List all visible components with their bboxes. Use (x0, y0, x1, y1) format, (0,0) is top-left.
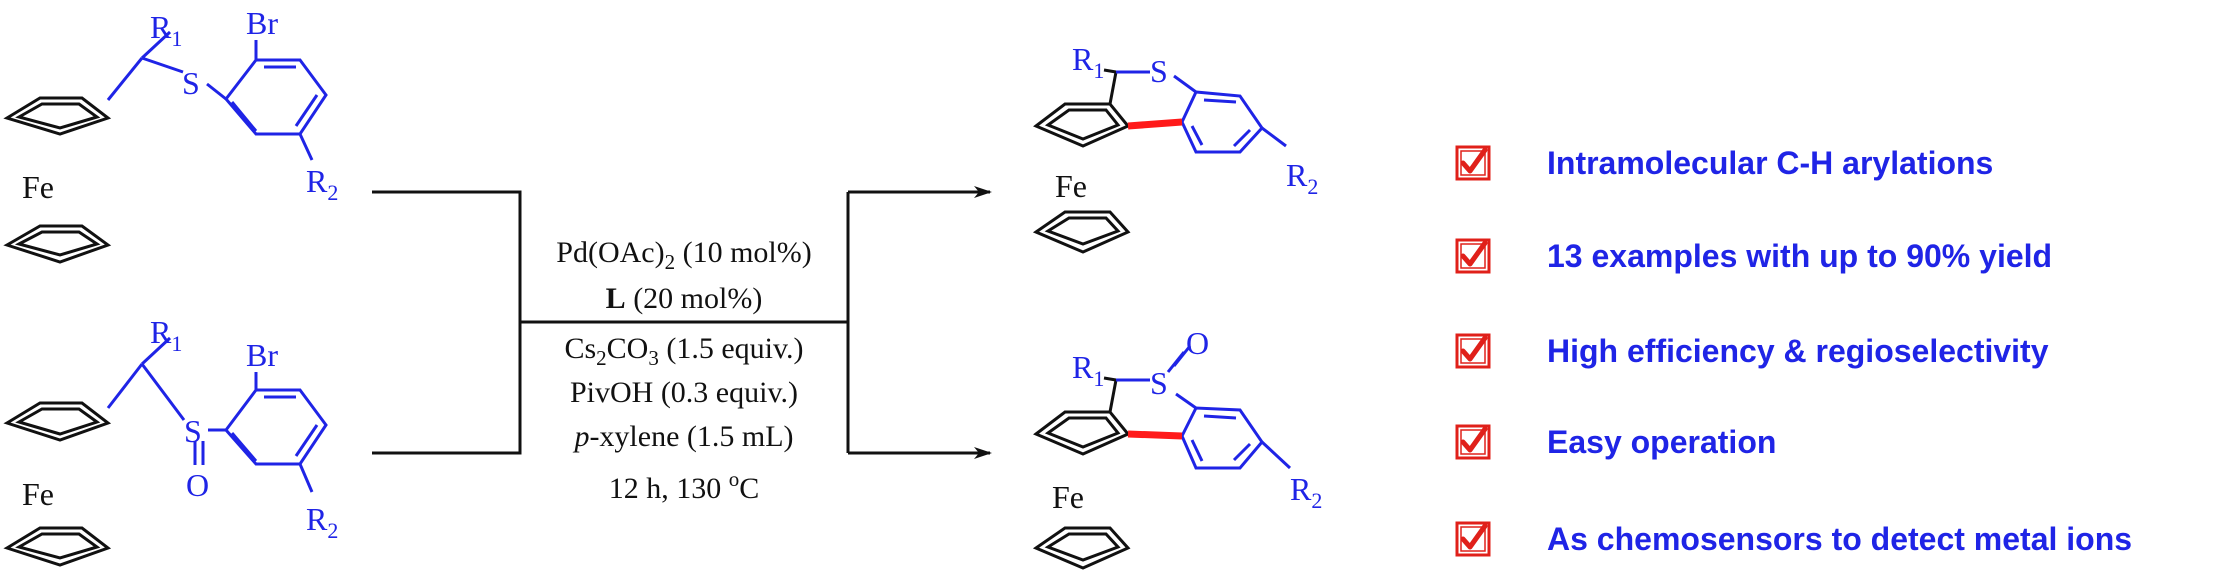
product-2: Fe R1 S O R2 (1032, 325, 1322, 570)
r1-label: R1 (150, 9, 182, 51)
checkbox-checked-icon (1455, 145, 1491, 181)
cyclopentadienyl-ring-top (1033, 102, 1131, 148)
cyclopentadienyl-ring-top (3, 401, 112, 442)
cyclopentadienyl-ring-top (3, 96, 112, 136)
time-temperature-line: 12 h, 130 oC (609, 467, 760, 505)
new-cc-bond (1127, 118, 1183, 130)
r2-label: R2 (306, 163, 338, 205)
reactant-2-blue-bonds (106, 336, 328, 493)
base-line: Cs2CO3 (1.5 equiv.) (564, 332, 803, 370)
feature-label: Easy operation (1547, 423, 1777, 460)
new-cc-bond (1127, 430, 1183, 440)
feature-item: Intramolecular C-H arylations (1455, 138, 1993, 188)
r1-label: R1 (1072, 349, 1104, 391)
reactant-1: Fe R1 S Br R2 (3, 5, 338, 264)
checkbox-checked-icon (1455, 333, 1491, 369)
checkbox-checked-icon (1455, 238, 1491, 274)
bromine-label: Br (246, 5, 278, 41)
oxygen-label: O (1186, 325, 1209, 361)
r2-label: R2 (1286, 157, 1318, 199)
product-1: Fe R1 S R2 (1032, 41, 1318, 254)
r1-label: R1 (1072, 41, 1104, 83)
iron-label: Fe (1055, 168, 1087, 204)
cyclopentadienyl-ring-bottom (3, 526, 112, 567)
feature-label: High efficiency & regioselectivity (1547, 332, 2049, 369)
feature-label: Intramolecular C-H arylations (1547, 144, 1994, 181)
feature-label: 13 examples with up to 90% yield (1547, 237, 2053, 274)
sulfur-label: S (1150, 53, 1168, 89)
additive-line: PivOH (0.3 equiv.) (570, 376, 798, 409)
feature-item: As chemosensors to detect metal ions (1455, 514, 2132, 564)
product-1-blue-bonds (1116, 70, 1287, 154)
sulfur-label: S (1150, 365, 1168, 401)
r1-label: R1 (150, 314, 182, 356)
product-2-blue-bonds (1116, 345, 1292, 470)
solvent-line: p-xylene (1.5 mL) (572, 420, 793, 453)
r2-label: R2 (306, 501, 338, 543)
iron-label: Fe (22, 476, 54, 512)
oxygen-label: O (186, 467, 209, 503)
reaction-conditions: Pd(OAc)2 (10 mol%) L (20 mol%) Cs2CO3 (1… (556, 236, 811, 505)
ligand-line: L (20 mol%) (606, 282, 763, 315)
reactant-1-blue-bonds (106, 30, 328, 161)
iron-label: Fe (22, 169, 54, 205)
cyclopentadienyl-ring-bottom (1032, 210, 1131, 254)
r2-label: R2 (1290, 471, 1322, 513)
reactant-2: Fe R1 S O Br R2 (3, 314, 338, 567)
feature-item: Easy operation (1455, 417, 1776, 467)
checkbox-checked-icon (1455, 521, 1491, 557)
iron-label: Fe (1052, 479, 1084, 515)
sulfur-label: S (184, 413, 202, 449)
cyclopentadienyl-ring-bottom (1032, 526, 1131, 570)
feature-item: High efficiency & regioselectivity (1455, 326, 2049, 376)
cyclopentadienyl-ring-bottom (3, 224, 112, 264)
bromine-label: Br (246, 337, 278, 373)
sulfur-label: S (182, 65, 200, 101)
product-2-black-bonds (1103, 376, 1118, 413)
feature-label: As chemosensors to detect metal ions (1547, 520, 2133, 557)
feature-item: 13 examples with up to 90% yield (1455, 231, 2052, 281)
cyclopentadienyl-ring-top (1033, 410, 1131, 456)
checkbox-checked-icon (1455, 424, 1491, 460)
product-1-black-bonds (1103, 68, 1118, 105)
reaction-connector-lines (372, 190, 850, 455)
catalyst-line: Pd(OAc)2 (10 mol%) (556, 236, 811, 274)
